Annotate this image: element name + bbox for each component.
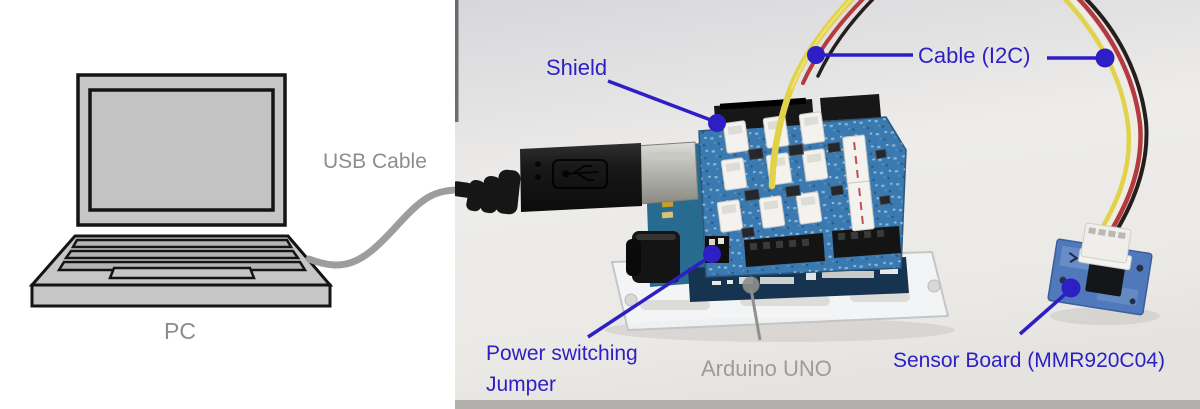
laptop-base <box>30 283 332 308</box>
pc-label: PC <box>164 318 196 344</box>
laptop-spacebar <box>108 266 256 280</box>
arduino-uno-label: Arduino UNO <box>701 356 832 381</box>
usb-port-metal <box>635 141 699 205</box>
sensor-connector <box>1078 222 1132 271</box>
usb-trident-icon <box>552 159 608 189</box>
usb-plug-body <box>520 143 642 212</box>
arduino-annotation <box>742 276 762 341</box>
usb-strain-relief <box>455 169 521 215</box>
cable-i2c-label: Cable (I2C) <box>918 43 1031 68</box>
pc-laptop-illustration <box>28 73 334 308</box>
power-switching-jumper-label-line1: Power switching <box>486 342 638 365</box>
cable-i2c-left-dot <box>807 46 825 64</box>
sensor-board-label: Sensor Board (MMR920C04) <box>893 349 1165 372</box>
power-switching-jumper-label: Power switching Jumper <box>486 338 638 400</box>
usb-cable-label: USB Cable <box>323 150 427 173</box>
annotation-lines-blue <box>587 53 1103 339</box>
laptop-screen <box>88 88 275 212</box>
photo-panel <box>455 0 1200 409</box>
sensor-board-dot <box>1061 278 1081 298</box>
shield-board <box>698 94 907 278</box>
arduino-led2 <box>661 211 674 219</box>
power-jumper-leader-line <box>587 254 712 339</box>
arduino-leader-line <box>749 288 762 341</box>
usb-cable-drawing <box>305 186 462 269</box>
i2c-cable-right <box>1062 0 1149 240</box>
annotations <box>587 46 1115 341</box>
photo-left-edge <box>455 0 459 122</box>
sensor-board-leader-line <box>1018 288 1072 336</box>
power-switching-jumper-label-line2: Jumper <box>486 373 557 396</box>
shield-leader-line <box>607 79 717 124</box>
sensor-chip <box>1085 263 1125 297</box>
i2c-cable-left <box>768 0 875 190</box>
annotation-dots-blue <box>703 46 1115 298</box>
arduino-dot <box>742 276 760 294</box>
usb-plug <box>455 141 699 215</box>
shield-dot <box>708 114 726 132</box>
shield-label: Shield <box>546 55 608 80</box>
shield-bottom-headers <box>744 226 901 267</box>
power-jumper-dot <box>703 245 721 263</box>
photo-bottom-edge <box>455 400 1200 409</box>
laptop-key-rows <box>56 238 308 272</box>
side-connectors <box>842 134 875 232</box>
power-jack <box>626 231 680 283</box>
cable-i2c-right-dot <box>1095 48 1115 68</box>
shield-ics <box>741 141 891 239</box>
